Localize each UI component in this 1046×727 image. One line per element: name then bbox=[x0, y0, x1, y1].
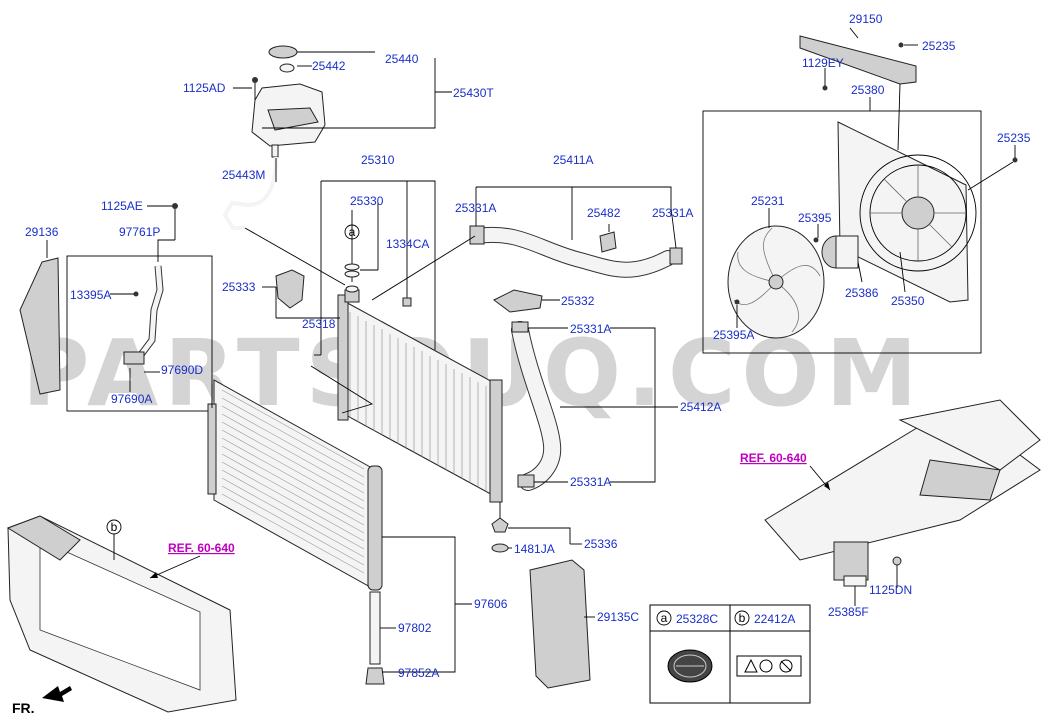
front-arrow-icon bbox=[42, 686, 72, 702]
part-label-25385F[interactable]: 25385F bbox=[828, 605, 869, 619]
condenser[interactable] bbox=[207, 379, 383, 591]
part-label-1125DN[interactable]: 1125DN bbox=[869, 583, 912, 597]
part-label-25310[interactable]: 25310 bbox=[361, 153, 395, 167]
receiver-drier-97802[interactable] bbox=[369, 591, 381, 665]
reservoir-tank[interactable] bbox=[251, 45, 326, 158]
sensor-25385F[interactable] bbox=[833, 541, 869, 587]
part-label-97690A[interactable]: 97690A bbox=[111, 392, 152, 406]
drain-plug-gasket[interactable] bbox=[491, 543, 509, 553]
radiator-core[interactable] bbox=[337, 294, 503, 503]
bolt-1125DN[interactable] bbox=[892, 556, 902, 566]
callout-b-letter: b bbox=[111, 520, 118, 534]
drier-cap-97852A[interactable] bbox=[365, 667, 385, 685]
fan-shroud[interactable] bbox=[837, 121, 977, 303]
fan-assembly-box bbox=[702, 110, 982, 354]
part-label-25331A-upper-right[interactable]: 25331A bbox=[652, 206, 693, 220]
radiator-group-bracket bbox=[321, 180, 436, 350]
fan-blade[interactable] bbox=[727, 225, 825, 339]
part-label-25235-right[interactable]: 25235 bbox=[997, 131, 1031, 145]
hose-upper-bracket bbox=[476, 186, 672, 208]
part-label-25442[interactable]: 25442 bbox=[312, 59, 346, 73]
part-label-25411A[interactable]: 25411A bbox=[553, 153, 593, 167]
part-label-25395[interactable]: 25395 bbox=[798, 211, 832, 225]
legend-a-part[interactable]: 25328C bbox=[676, 612, 718, 626]
part-label-1334CA[interactable]: 1334CA bbox=[386, 237, 429, 251]
legend-b-part[interactable]: 22412A bbox=[754, 612, 795, 626]
1334ca-bolt[interactable] bbox=[402, 297, 412, 307]
hose-clamp-upper-left[interactable] bbox=[469, 225, 485, 245]
callout-a-seal[interactable] bbox=[344, 263, 360, 271]
fan-motor[interactable] bbox=[821, 235, 859, 269]
reservoir-hose[interactable] bbox=[222, 156, 278, 230]
part-label-25331A-lower-top[interactable]: 25331A bbox=[570, 322, 611, 336]
part-label-97852A[interactable]: 97852A bbox=[398, 666, 439, 680]
part-label-25380[interactable]: 25380 bbox=[851, 83, 885, 97]
callout-a-circle[interactable] bbox=[344, 224, 360, 240]
part-label-29136[interactable]: 29136 bbox=[25, 225, 59, 239]
legend-a-circle bbox=[656, 610, 672, 626]
reservoir-cap[interactable] bbox=[268, 45, 298, 59]
part-label-25336[interactable]: 25336 bbox=[584, 537, 618, 551]
part-label-29150[interactable]: 29150 bbox=[849, 12, 883, 26]
side-member-structure[interactable] bbox=[764, 399, 1041, 561]
upper-seal-29150[interactable] bbox=[799, 35, 917, 85]
clip-25482[interactable] bbox=[599, 231, 617, 253]
ac-hose-97761p[interactable] bbox=[123, 265, 164, 365]
front-end-carrier[interactable] bbox=[6, 515, 237, 713]
part-label-25333[interactable]: 25333 bbox=[222, 280, 256, 294]
ref-link-left[interactable]: REF. 60-640 bbox=[168, 541, 235, 555]
lower-seal-29135C[interactable] bbox=[529, 559, 591, 689]
part-label-13395A[interactable]: 13395A bbox=[70, 288, 111, 302]
hose-group-box bbox=[66, 255, 213, 412]
ref-link-right[interactable]: REF. 60-640 bbox=[740, 451, 807, 465]
drain-plug[interactable] bbox=[491, 517, 509, 533]
upper-hose[interactable] bbox=[470, 226, 676, 278]
part-label-25482[interactable]: 25482 bbox=[587, 206, 621, 220]
radiator-cap[interactable] bbox=[344, 285, 360, 303]
part-label-25331A-upper-left[interactable]: 25331A bbox=[455, 201, 496, 215]
cap-gasket[interactable] bbox=[279, 63, 295, 73]
hose-clamp-upper-right[interactable] bbox=[669, 247, 683, 265]
part-label-25235-top[interactable]: 25235 bbox=[922, 39, 956, 53]
part-label-25443M[interactable]: 25443M bbox=[222, 168, 265, 182]
bracket-25332[interactable] bbox=[493, 289, 543, 313]
side-seal-29136[interactable] bbox=[19, 257, 61, 395]
part-label-1481JA[interactable]: 1481JA bbox=[514, 542, 555, 556]
part-label-97761P[interactable]: 97761P bbox=[119, 225, 160, 239]
part-label-25330[interactable]: 25330 bbox=[350, 194, 384, 208]
legend-a-label-icon bbox=[667, 649, 713, 683]
part-label-25350[interactable]: 25350 bbox=[891, 294, 925, 308]
part-label-25440[interactable]: 25440 bbox=[385, 52, 419, 66]
part-label-97802[interactable]: 97802 bbox=[398, 621, 432, 635]
part-label-29135C[interactable]: 29135C bbox=[597, 610, 639, 624]
legend-b-warning-icon bbox=[736, 655, 802, 677]
legend-a-letter: a bbox=[661, 611, 668, 625]
hose-clamp-lower-bottom[interactable] bbox=[517, 474, 535, 488]
part-label-1129EY[interactable]: 1129EY bbox=[802, 56, 844, 70]
part-label-25231[interactable]: 25231 bbox=[751, 194, 785, 208]
part-label-25395A[interactable]: 25395A bbox=[713, 328, 754, 342]
hose-clamp-lower-top[interactable] bbox=[511, 321, 529, 333]
part-label-25430T[interactable]: 25430T bbox=[453, 86, 494, 100]
legend-b-letter: b bbox=[739, 611, 746, 625]
part-label-1125AE[interactable]: 1125AE bbox=[101, 199, 143, 213]
part-label-25318[interactable]: 25318 bbox=[302, 317, 336, 331]
part-label-97690D[interactable]: 97690D bbox=[161, 363, 203, 377]
part-label-25332[interactable]: 25332 bbox=[561, 294, 595, 308]
callout-a-letter: a bbox=[349, 225, 356, 239]
lower-hose[interactable] bbox=[511, 321, 562, 491]
legend-table: a 25328C b 22412A bbox=[649, 604, 811, 704]
part-label-25331A-lower-bottom[interactable]: 25331A bbox=[570, 475, 611, 489]
part-label-25412A[interactable]: 25412A bbox=[680, 400, 721, 414]
legend-b-circle bbox=[734, 610, 750, 626]
part-label-1125AD[interactable]: 1125AD bbox=[183, 81, 226, 95]
front-direction-label: FR. bbox=[12, 700, 35, 716]
part-label-97606[interactable]: 97606 bbox=[474, 597, 508, 611]
part-label-25386[interactable]: 25386 bbox=[845, 286, 879, 300]
radiator-bracket-25333[interactable] bbox=[275, 269, 305, 309]
